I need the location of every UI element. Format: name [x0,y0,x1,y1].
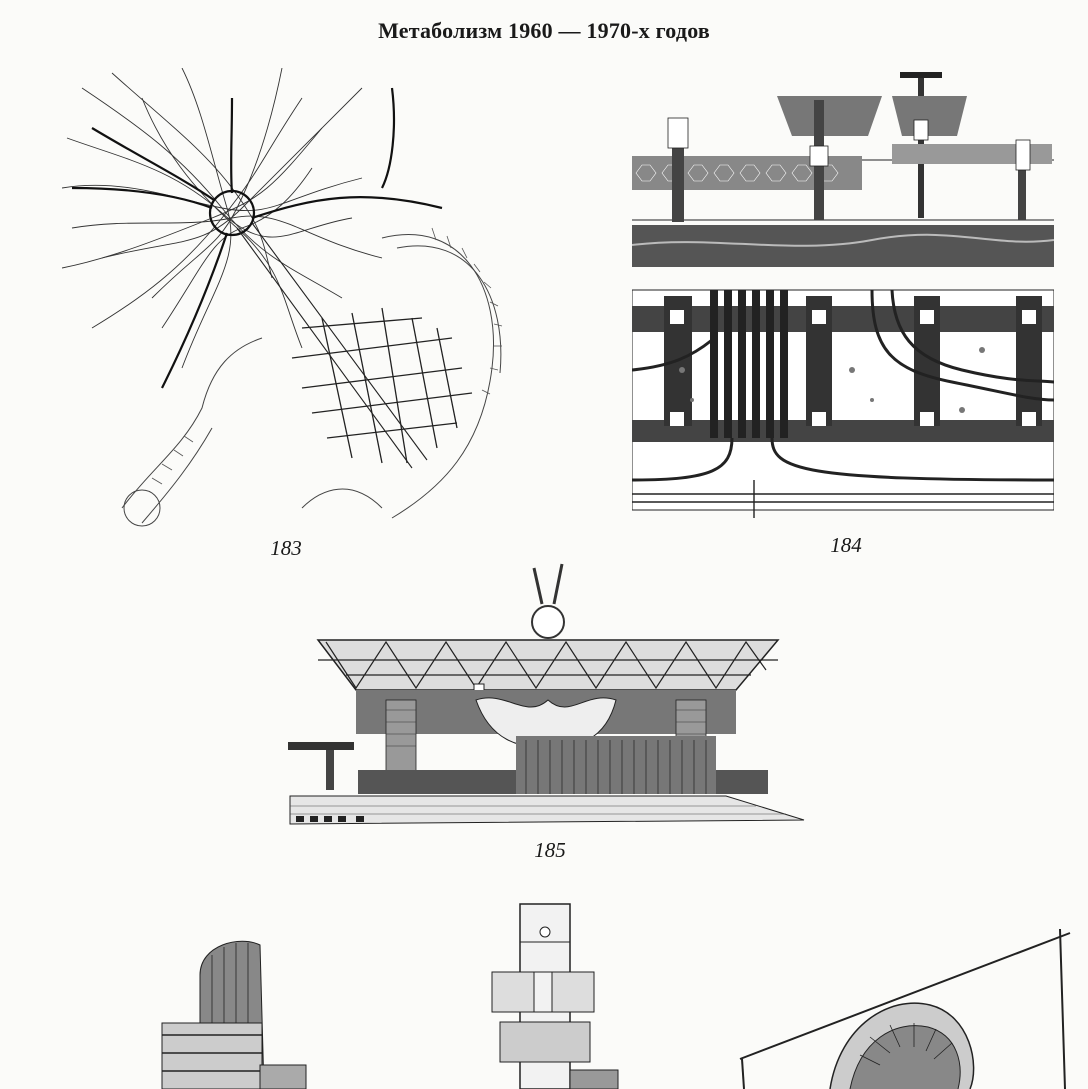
figure-tower-middle [490,902,622,1089]
figure-184-section-and-plan [632,70,1054,518]
caption-184: 184 [830,533,862,557]
section-plan-drawing [632,72,1054,518]
city-plan-drawing [62,68,503,527]
figure-183-city-plan [62,68,510,528]
structure-right-drawing [739,928,1071,1089]
figure-tower-left [160,935,310,1089]
caption-185: 185 [534,838,566,862]
caption-183: 183 [270,536,302,560]
page-title: Метаболизм 1960 — 1970-х годов [378,18,710,43]
tower-left-drawing [161,940,307,1089]
tower-middle-drawing [491,903,619,1089]
figure-185-megastructure [286,560,806,828]
figure-structure-right [730,925,1075,1089]
megastructure-drawing [288,563,805,825]
